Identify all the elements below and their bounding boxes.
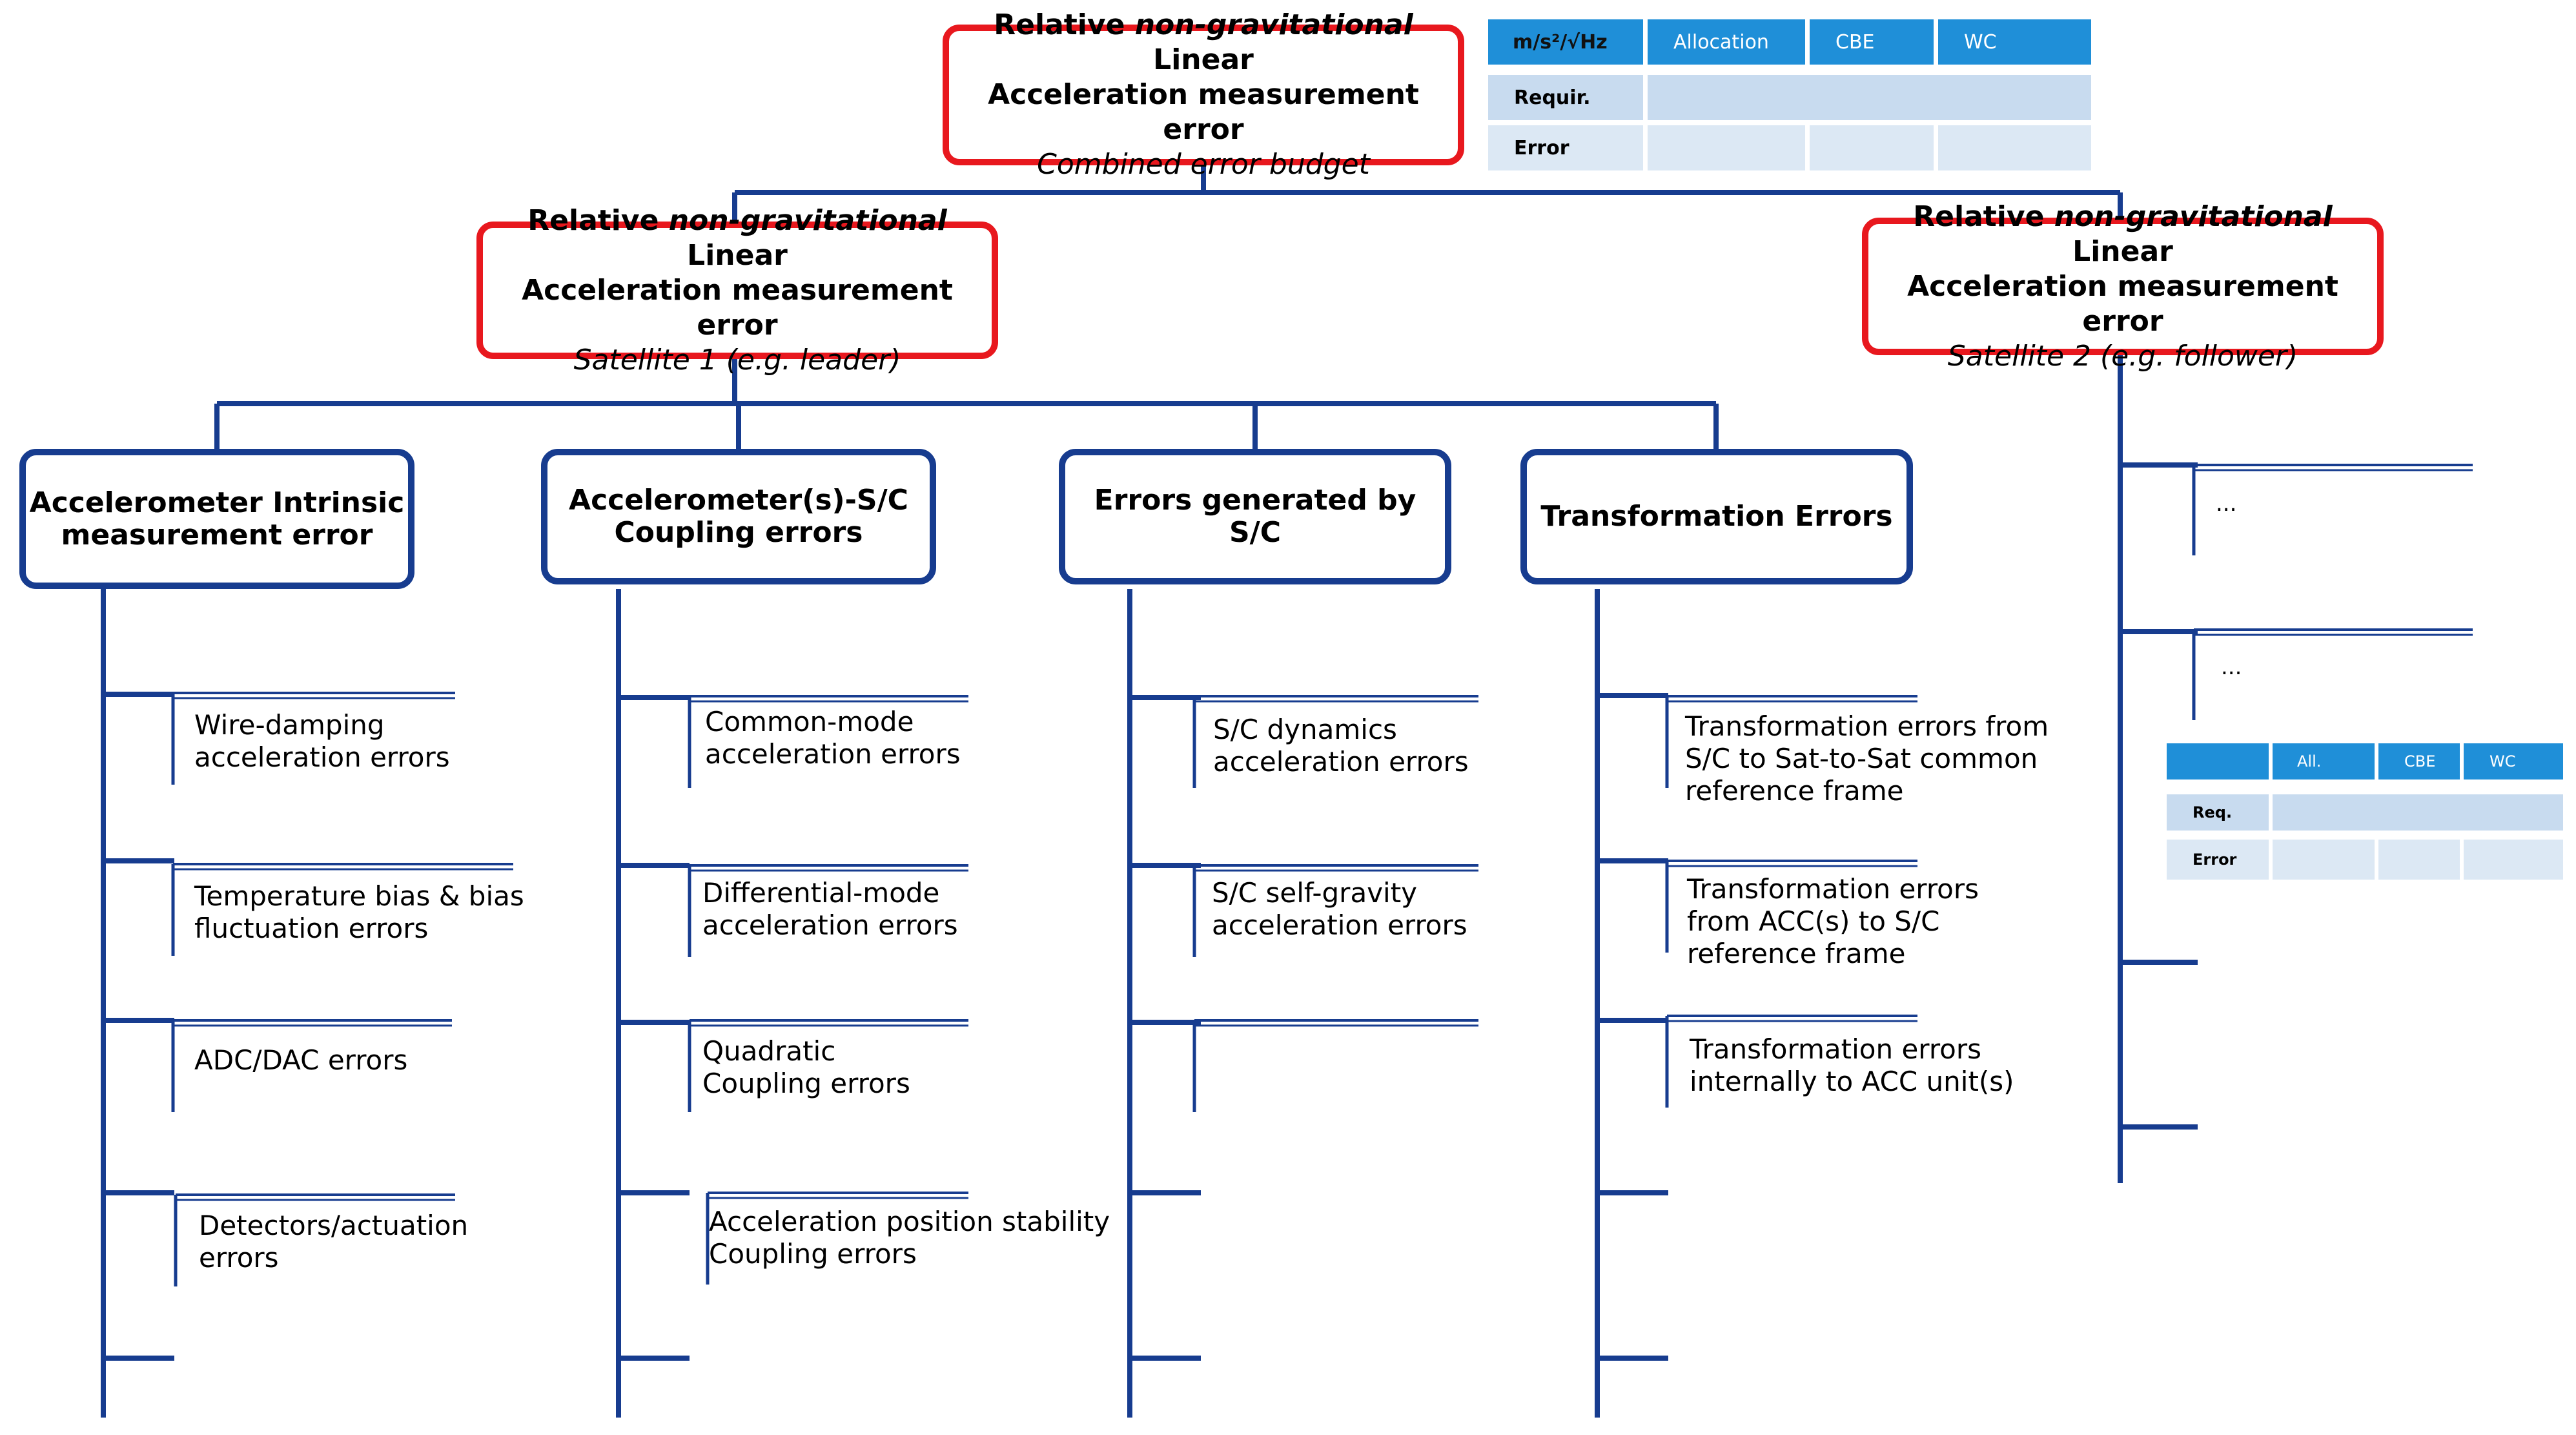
table-requir-value	[1648, 75, 2091, 120]
table-header-allocation: Allocation	[1648, 19, 1805, 65]
sat1-line2: Acceleration measurement error	[522, 273, 953, 342]
table-error-allocation	[1648, 125, 1805, 170]
sat2-line2: Acceleration measurement error	[1907, 269, 2338, 338]
category-label-line2: measurement error	[61, 518, 373, 552]
small-table-row-label-req: Req.	[2167, 794, 2269, 831]
category-label-line1: Accelerometer(s)-S/C	[569, 484, 908, 517]
category-accelerometer-sc-coupling: Accelerometer(s)-S/C Coupling errors	[541, 449, 936, 584]
table-error-cbe	[1810, 125, 1934, 170]
sat1-line1: Relative non-gravitational Linear	[527, 203, 947, 272]
small-table-error-wc	[2464, 840, 2563, 880]
category-label-line2: Coupling errors	[614, 516, 863, 549]
small-table-header-wc: WC	[2464, 743, 2563, 779]
root-line1: Relative non-gravitational Linear	[994, 8, 1413, 76]
small-table-error-all	[2273, 840, 2375, 880]
small-table-corner	[2167, 743, 2269, 779]
table-error-wc	[1938, 125, 2091, 170]
category-label-line2: S/C	[1229, 516, 1282, 549]
small-table-row-label-error: Error	[2167, 840, 2269, 880]
table-row-label-error: Error	[1488, 125, 1643, 170]
sat1-line3: Satellite 1 (e.g. leader)	[573, 343, 901, 377]
small-table-header-cbe: CBE	[2378, 743, 2460, 779]
category-label-line1: Transformation Errors	[1540, 500, 1893, 533]
table-row-label-requir: Requir.	[1488, 75, 1643, 120]
category-accelerometer-intrinsic: Accelerometer Intrinsic measurement erro…	[19, 449, 414, 589]
small-table-header-all: All.	[2273, 743, 2375, 779]
leaf-adc-dac: ADC/DAC errors	[194, 1044, 408, 1076]
root-line3: Combined error budget	[1037, 148, 1370, 181]
category-label-line1: Accelerometer Intrinsic	[29, 486, 405, 519]
sat2-line1: Relative non-gravitational Linear	[1913, 200, 2333, 268]
small-table-req-value	[2273, 794, 2563, 831]
satellite-1-node: Relative non-gravitational Linear Accele…	[476, 204, 998, 377]
satellite-2-node: Relative non-gravitational Linear Accele…	[1862, 200, 2384, 373]
root-line2: Acceleration measurement error	[988, 78, 1419, 146]
sat2-placeholder-2: ...	[2221, 654, 2242, 680]
sat2-placeholder-1: ...	[2216, 491, 2237, 517]
sat2-line3: Satellite 2 (e.g. follower)	[1947, 339, 2298, 373]
category-errors-by-sc: Errors generated by S/C	[1059, 449, 1451, 584]
table-header-cbe: CBE	[1810, 19, 1934, 65]
category-transformation-errors: Transformation Errors	[1520, 449, 1913, 584]
table-unit-header: m/s²/√Hz	[1488, 19, 1643, 65]
table-header-wc: WC	[1938, 19, 2091, 65]
small-table-error-cbe	[2378, 840, 2460, 880]
category-label-line1: Errors generated by	[1094, 484, 1416, 517]
root-node: Relative non-gravitational Linear Accele…	[943, 8, 1464, 181]
